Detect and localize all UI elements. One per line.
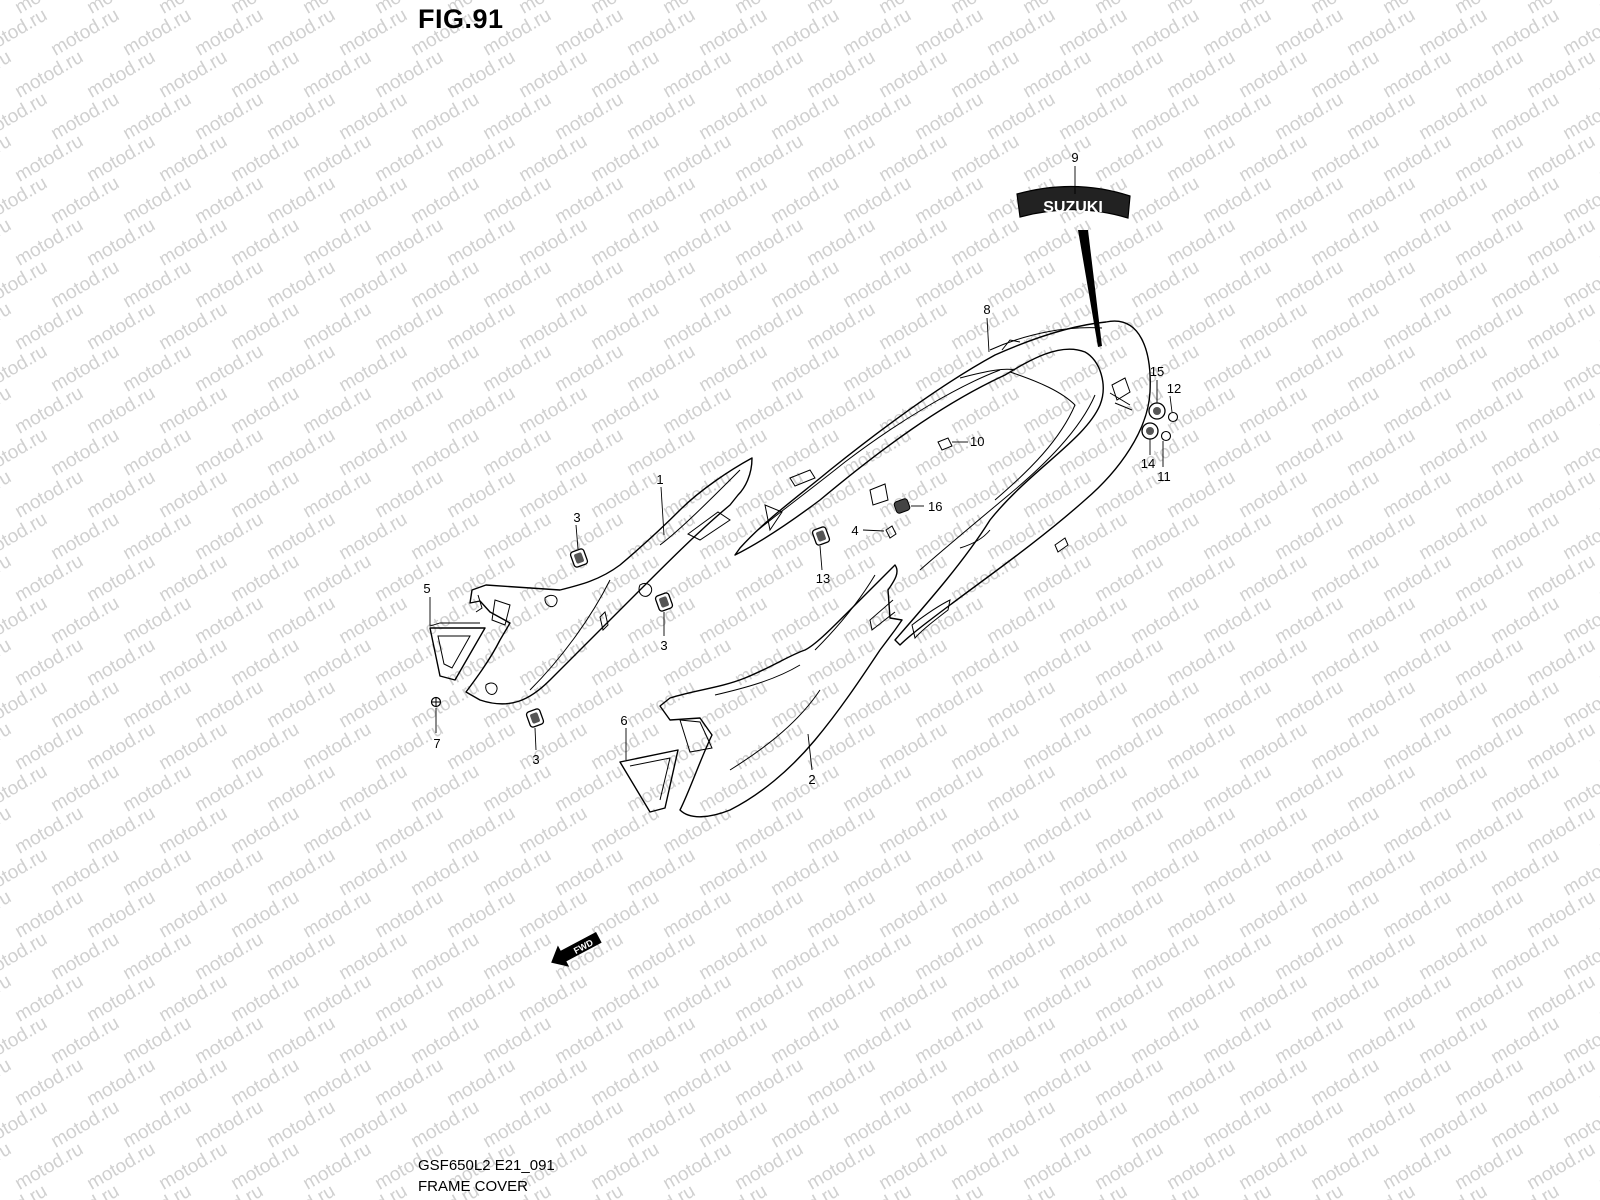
callout-6: 6: [620, 713, 627, 728]
callout-5: 5: [423, 581, 430, 596]
callout-11: 11: [1157, 469, 1171, 484]
callout-4: 4: [851, 523, 858, 538]
figure-title: FIG.91: [418, 4, 504, 34]
callout-7: 7: [433, 736, 440, 751]
callout-10: 10: [970, 434, 984, 449]
callout-3-top: 3: [573, 510, 580, 525]
callout-9: 9: [1071, 150, 1078, 165]
callouts: 9 8 1 3 3 3 4 16 13 10 5 7 6 2 15 12 14 …: [423, 150, 1181, 787]
callout-12: 12: [1167, 381, 1181, 396]
diagram-code: GSF650L2 E21_091: [418, 1157, 555, 1174]
emblem-pointer: [1078, 230, 1102, 347]
callout-1: 1: [656, 472, 663, 487]
part-9-emblem: SUZUKI: [1016, 185, 1131, 347]
part-5-bracket: [429, 597, 486, 681]
callout-8: 8: [983, 302, 990, 317]
part-1-left-frame-cover: [465, 457, 753, 705]
leader-lines: [435, 166, 1173, 771]
emblem-text: SUZUKI: [1043, 199, 1103, 216]
part-3-grommets: [525, 548, 674, 728]
callout-13: 13: [816, 571, 830, 586]
part-8-tail-cowl: [734, 320, 1151, 646]
fwd-arrow: FWD: [551, 932, 602, 967]
fasteners: [430, 402, 1179, 708]
diagram-name: FRAME COVER: [418, 1178, 529, 1195]
callout-3-bottom: 3: [532, 752, 539, 767]
part-6-small-cover: [619, 749, 679, 813]
callout-15: 15: [1150, 364, 1164, 379]
callout-3-middle: 3: [660, 638, 667, 653]
callout-14: 14: [1141, 456, 1155, 471]
callout-16: 16: [928, 499, 942, 514]
callout-2: 2: [808, 772, 815, 787]
part-2-right-frame-cover: [659, 564, 903, 818]
